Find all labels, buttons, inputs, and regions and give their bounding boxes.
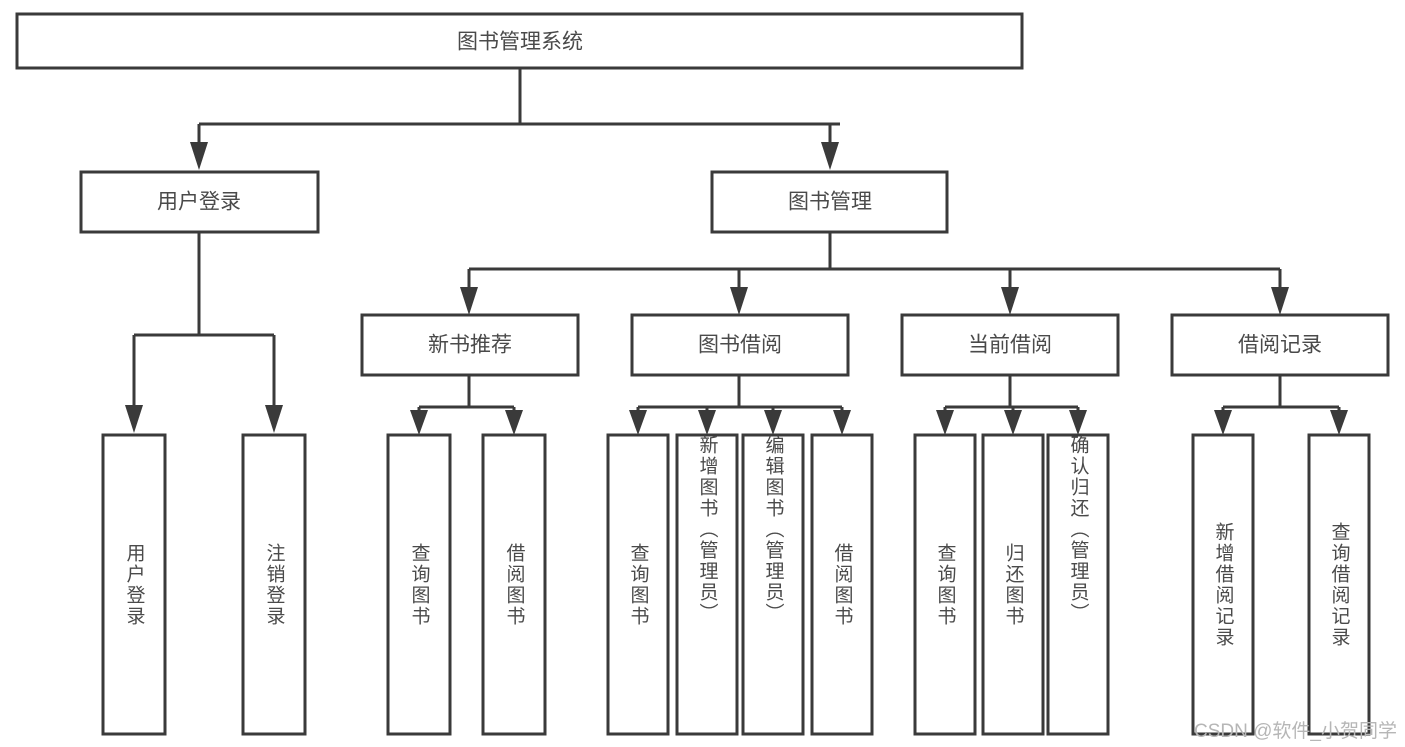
leaf-box-edit-book-admin[interactable] — [741, 433, 805, 736]
node-book-manage-box[interactable] — [710, 170, 949, 234]
node-book-borrow[interactable]: 图书借阅 — [630, 313, 850, 377]
arrow-new-book-leaf1 — [410, 410, 428, 435]
node-current-borrow[interactable]: 当前借阅 — [900, 313, 1120, 377]
leaf-box-borrow-book-bb[interactable] — [810, 433, 874, 736]
arrow-book-manage-c2 — [730, 287, 748, 315]
edge-group-book-borrow-to-leaves — [629, 375, 851, 435]
arrow-borrow-record-leaf2 — [1330, 410, 1348, 435]
arrow-user-login-leaf1 — [125, 405, 143, 433]
node-book-manage-label: 图书管理 — [788, 191, 872, 214]
arrow-book-borrow-leaf3 — [764, 410, 782, 435]
edge-group-root-to-level2 — [190, 68, 840, 170]
arrow-book-borrow-leaf4 — [833, 410, 851, 435]
node-new-book-recommend-box[interactable] — [360, 313, 580, 377]
arrow-current-borrow-leaf3 — [1069, 410, 1087, 435]
edge-group-user-login-to-leaves — [125, 232, 283, 433]
arrow-user-login-leaf2 — [265, 405, 283, 433]
arrow-current-borrow-leaf2 — [1004, 410, 1022, 435]
node-book-borrow-label: 图书借阅 — [698, 334, 782, 357]
leaf-box-confirm-return-admin[interactable] — [1046, 433, 1110, 736]
node-current-borrow-label: 当前借阅 — [968, 334, 1052, 357]
node-root-box[interactable] — [15, 12, 1024, 70]
leaf-box-return-book[interactable] — [981, 433, 1045, 736]
node-book-borrow-box[interactable] — [630, 313, 850, 377]
arrow-book-manage-c3 — [1001, 287, 1019, 315]
edge-group-new-book-to-leaves — [410, 375, 523, 435]
arrow-new-book-leaf2 — [505, 410, 523, 435]
watermark: CSDN @软件_小贺同学 — [1194, 721, 1397, 742]
node-current-borrow-box[interactable] — [900, 313, 1120, 377]
edge-group-current-borrow-to-leaves — [936, 375, 1087, 435]
leaf-box-add-borrow-record[interactable] — [1191, 433, 1255, 736]
node-book-manage[interactable]: 图书管理 — [710, 170, 949, 234]
arrow-book-manage-c4 — [1271, 287, 1289, 315]
edge-group-borrow-record-to-leaves — [1214, 375, 1348, 435]
node-new-book-recommend-label: 新书推荐 — [428, 334, 512, 357]
node-borrow-record-label: 借阅记录 — [1238, 334, 1322, 357]
leaf-box-add-book-admin[interactable] — [675, 433, 739, 736]
arrow-root-to-user-login — [190, 142, 208, 170]
leaf-box-query-book-cb[interactable] — [913, 433, 977, 736]
leaf-box-logout[interactable] — [241, 433, 307, 736]
arrow-current-borrow-leaf1 — [936, 410, 954, 435]
leaf-box-query-book-bb[interactable] — [606, 433, 670, 736]
node-user-login[interactable]: 用户登录 — [79, 170, 320, 234]
leaf-box-borrow-book-nb[interactable] — [481, 433, 547, 736]
leaf-box-query-book-nb[interactable] — [386, 433, 452, 736]
node-borrow-record[interactable]: 借阅记录 — [1170, 313, 1390, 377]
node-root[interactable]: 图书管理系统 — [15, 12, 1024, 70]
node-borrow-record-box[interactable] — [1170, 313, 1390, 377]
arrow-book-borrow-leaf2 — [698, 410, 716, 435]
leaf-box-query-borrow-record[interactable] — [1307, 433, 1371, 736]
node-user-login-label: 用户登录 — [157, 191, 241, 214]
arrow-borrow-record-leaf1 — [1214, 410, 1232, 435]
leaf-box-group — [101, 433, 1371, 736]
leaf-box-user-login[interactable] — [101, 433, 167, 736]
node-user-login-box[interactable] — [79, 170, 320, 234]
node-new-book-recommend[interactable]: 新书推荐 — [360, 313, 580, 377]
node-root-label: 图书管理系统 — [457, 31, 583, 54]
arrow-root-to-book-manage — [821, 142, 839, 170]
arrow-book-manage-c1 — [460, 287, 478, 315]
arrow-book-borrow-leaf1 — [629, 410, 647, 435]
edge-group-book-manage-to-level3 — [460, 232, 1289, 315]
